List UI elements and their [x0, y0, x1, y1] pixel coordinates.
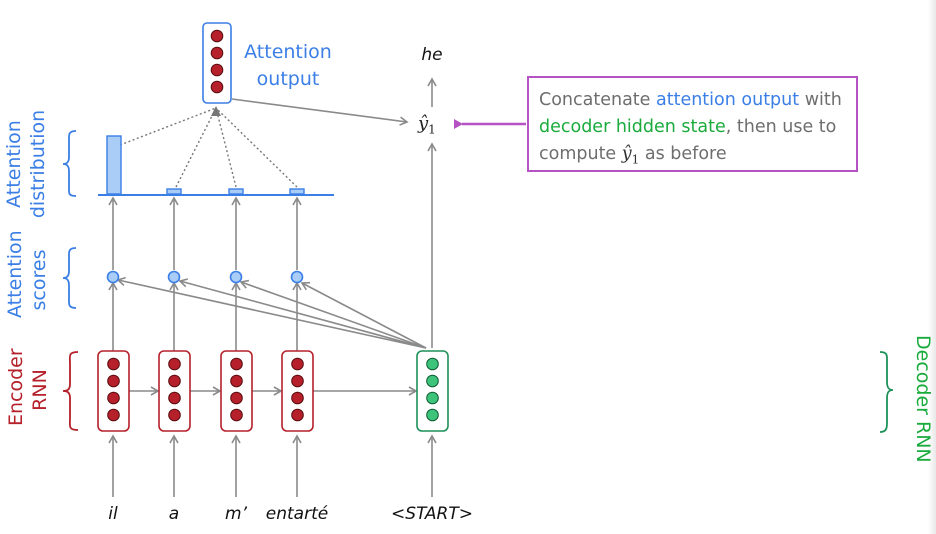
weighted-sum-lines — [119, 107, 298, 188]
encoder-cell — [97, 350, 130, 432]
output-word: he — [421, 45, 443, 65]
input-arrows — [108, 434, 437, 497]
score-node — [290, 270, 304, 284]
encoder-brace — [62, 351, 79, 431]
output-yhat: ŷ1 — [418, 113, 436, 137]
callout-attention-output: attention output — [656, 90, 800, 110]
attention-output-to-yhat-arrow — [231, 98, 409, 126]
decoder-label: Decoder RNN — [912, 335, 934, 463]
decoder-cell — [416, 350, 449, 432]
source-word-il: il — [108, 504, 118, 524]
slide-edge-shadow — [928, 0, 936, 534]
encoder-cell — [220, 350, 253, 432]
source-word-m: m’ — [225, 504, 247, 524]
distribution-brace — [62, 130, 77, 197]
attention-bars — [106, 135, 305, 195]
attention-scores-label: Attention scores — [4, 230, 50, 318]
score-node — [106, 270, 120, 284]
encoder-cell — [158, 350, 191, 432]
encoder-label: Encoder RNN — [5, 348, 51, 426]
attention-distribution-label: Attention distribution — [3, 109, 49, 219]
attention-bar — [166, 188, 182, 195]
decoder-brace — [879, 351, 894, 433]
attention-bar — [289, 188, 305, 195]
scores-brace — [62, 247, 77, 309]
callout-text-3: , then use to compute — [539, 117, 837, 164]
score-node — [229, 270, 243, 284]
decoder-to-score-arrows — [116, 276, 427, 349]
attention-output-cell — [202, 22, 232, 104]
source-word-a: a — [168, 504, 180, 524]
callout-decoder-hidden-state: decoder hidden state — [539, 117, 726, 137]
encoder-cell — [281, 350, 314, 432]
callout-text-4: as before — [639, 144, 727, 164]
callout-yhat: ŷ1 — [621, 144, 640, 167]
attention-bar — [228, 188, 244, 195]
weighted-sum-arrowhead — [211, 106, 221, 116]
start-token: <START> — [391, 504, 473, 524]
encoder-cells — [97, 350, 314, 432]
callout-text-2: with — [799, 90, 842, 110]
attention-bar — [106, 135, 122, 195]
callout-box: Concatenate attention output with decode… — [527, 76, 858, 172]
score-node — [167, 270, 181, 284]
source-word-entarte: entarté — [265, 504, 329, 524]
callout-text-1: Concatenate — [539, 90, 656, 110]
score-to-distribution-arrows — [108, 196, 302, 270]
attention-score-nodes — [106, 270, 304, 284]
encoder-to-score-arrows — [108, 281, 302, 352]
attention-output-label: Attention output — [244, 41, 332, 90]
